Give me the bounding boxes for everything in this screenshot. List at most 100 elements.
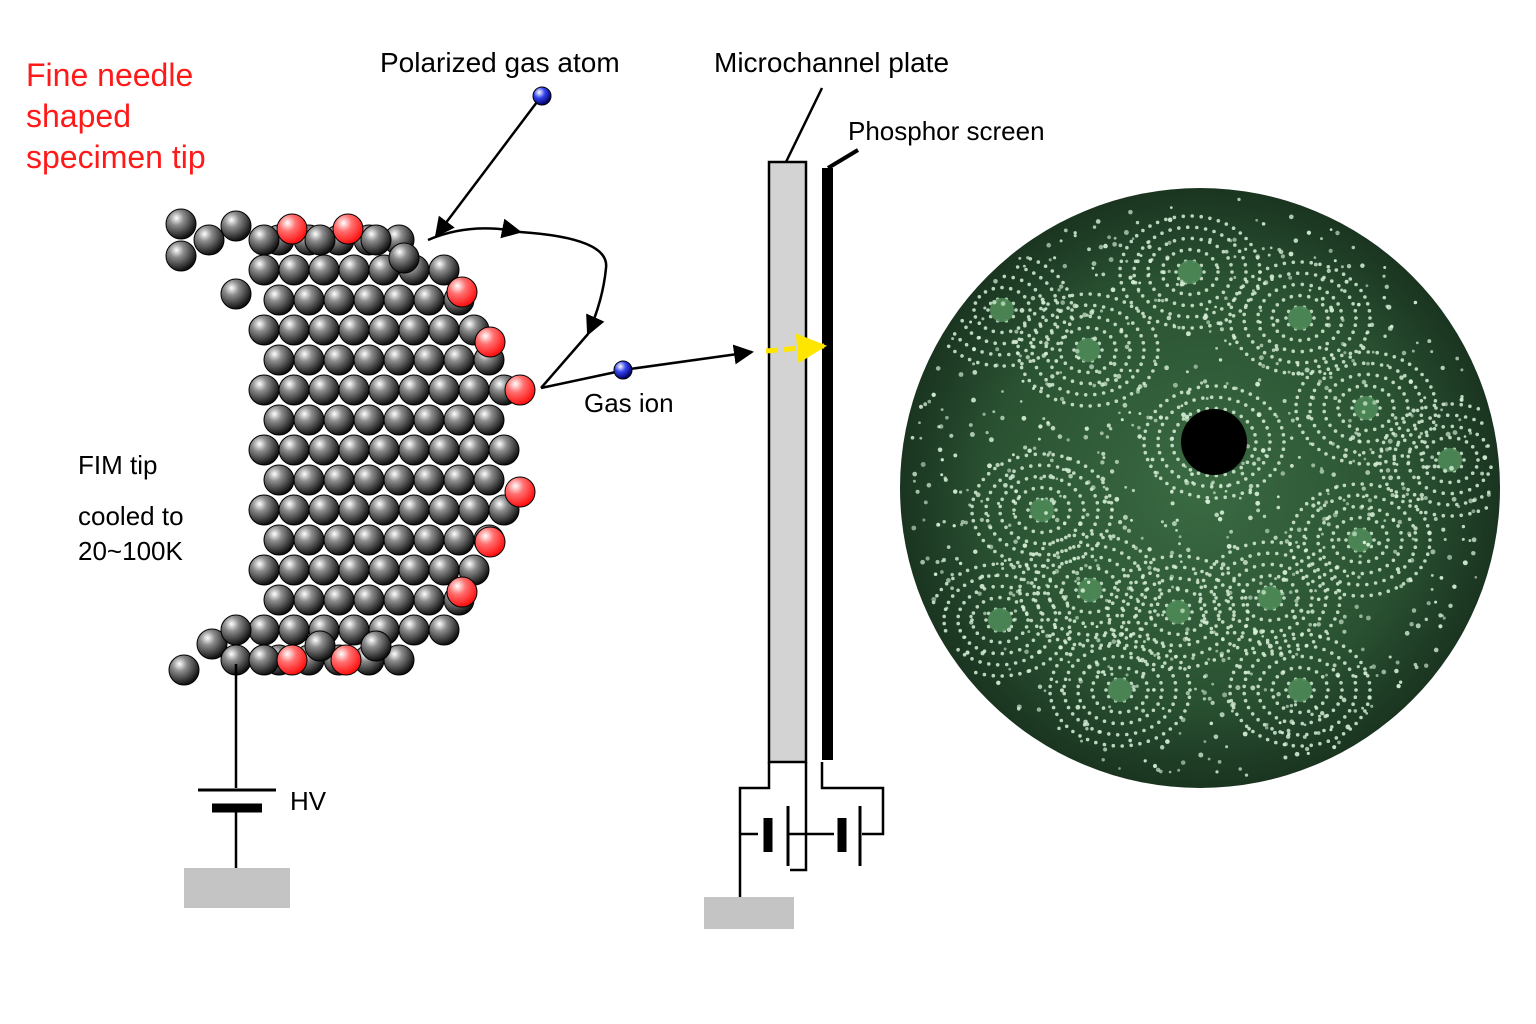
fim-spot [1000, 554, 1004, 558]
fim-spot [1348, 351, 1353, 356]
fim-spot [1119, 280, 1124, 285]
fim-spot [1248, 554, 1252, 558]
fim-spot [1086, 664, 1092, 670]
atom [443, 524, 475, 556]
fim-spot [1034, 666, 1039, 670]
fim-spot [1137, 289, 1141, 293]
fim-spot [1033, 452, 1038, 457]
fim-spot [1100, 476, 1106, 482]
fim-spot [996, 501, 1001, 505]
fim-spot [1413, 300, 1418, 305]
fim-spot [1325, 516, 1330, 521]
fim-spot [952, 332, 957, 336]
fim-spot [1153, 597, 1158, 601]
fim-spot [1209, 589, 1214, 594]
atom [368, 314, 400, 346]
fim-spot [1124, 344, 1130, 350]
fim-spot [1061, 280, 1065, 285]
atom [413, 464, 445, 496]
fim-spot [1204, 288, 1209, 292]
fim-spot [1311, 579, 1315, 584]
fim-spot [1063, 522, 1067, 526]
fim-spot [1154, 736, 1159, 740]
fim-spot [1397, 385, 1402, 390]
fim-spot [1053, 625, 1057, 630]
fim-spot [1252, 565, 1257, 569]
fim-spot [1347, 295, 1352, 300]
fim-spot [1484, 506, 1489, 510]
fim-spot [1270, 355, 1274, 359]
fim-spot [1179, 283, 1183, 287]
fim-spot [1026, 508, 1030, 512]
fim-spot [1331, 545, 1336, 549]
fim-spot [1279, 540, 1283, 545]
fim-spot [1147, 547, 1152, 552]
surface-atom [474, 526, 506, 558]
fim-spot [1129, 720, 1133, 725]
fim-spot [1114, 378, 1118, 383]
fim-spot [1068, 559, 1073, 563]
fim-spot [1146, 299, 1150, 304]
fim-spot [1140, 627, 1144, 632]
fim-spot [1384, 352, 1388, 357]
fim-spot [1014, 308, 1018, 312]
fim-spot [1072, 303, 1078, 309]
fim-spot [1017, 647, 1022, 652]
fim-spot [1442, 468, 1448, 473]
fim-spot [931, 596, 937, 602]
fim-spot [1175, 586, 1180, 591]
fim-spot [958, 490, 963, 494]
fim-spot [989, 352, 993, 356]
fim-spot [1226, 571, 1231, 575]
fim-spot [1279, 426, 1284, 430]
fim-spot [1028, 308, 1032, 312]
fim-spot [1209, 485, 1214, 489]
fim-pole [1288, 678, 1312, 702]
fim-spot [971, 518, 976, 523]
fim-spot [1075, 704, 1081, 710]
fim-spot [1281, 334, 1286, 338]
fim-spot [1382, 578, 1386, 583]
fim-spot [1284, 530, 1288, 535]
fim-spot [1163, 715, 1167, 719]
fim-spot [1012, 593, 1016, 597]
fim-spot [1022, 658, 1026, 663]
fim-spot [1096, 609, 1101, 614]
fim-spot [1057, 565, 1062, 569]
fim-spot [1305, 375, 1310, 380]
fim-spot [1420, 458, 1424, 462]
fim-spot [1372, 538, 1376, 542]
fim-spot [965, 568, 970, 573]
fim-spot [1095, 515, 1100, 519]
fim-spot [1391, 518, 1396, 523]
fim-spot [1288, 649, 1292, 654]
fim-spot [931, 392, 936, 397]
fim-spot [1124, 636, 1129, 640]
fim-spot [1462, 560, 1468, 566]
fim-spot [1254, 440, 1258, 444]
fim-spot [1149, 464, 1153, 469]
fim-spot [1100, 670, 1104, 674]
fim-spot [1426, 601, 1431, 606]
fim-spot [1024, 348, 1028, 353]
fim-spot [1153, 298, 1158, 302]
fim-spot [1241, 589, 1246, 593]
fim-spot [1121, 287, 1126, 292]
fim-spot [1265, 722, 1269, 727]
fim-spot [1316, 731, 1321, 735]
fim-spot [1375, 438, 1379, 443]
fim-spot [1273, 467, 1277, 472]
fim-spot [993, 549, 997, 554]
fim-spot [1152, 304, 1157, 309]
fim-spot [1255, 500, 1261, 506]
fim-spot [1241, 631, 1245, 635]
fim-spot [1076, 684, 1080, 689]
fim-spot [1199, 302, 1203, 307]
fim-spot [1244, 403, 1248, 407]
fim-spot [1129, 581, 1133, 585]
atom [413, 344, 445, 376]
fim-pole [990, 298, 1014, 322]
fim-spot [1069, 301, 1074, 305]
fim-spot [1046, 591, 1050, 596]
fim-spot [1258, 734, 1262, 738]
